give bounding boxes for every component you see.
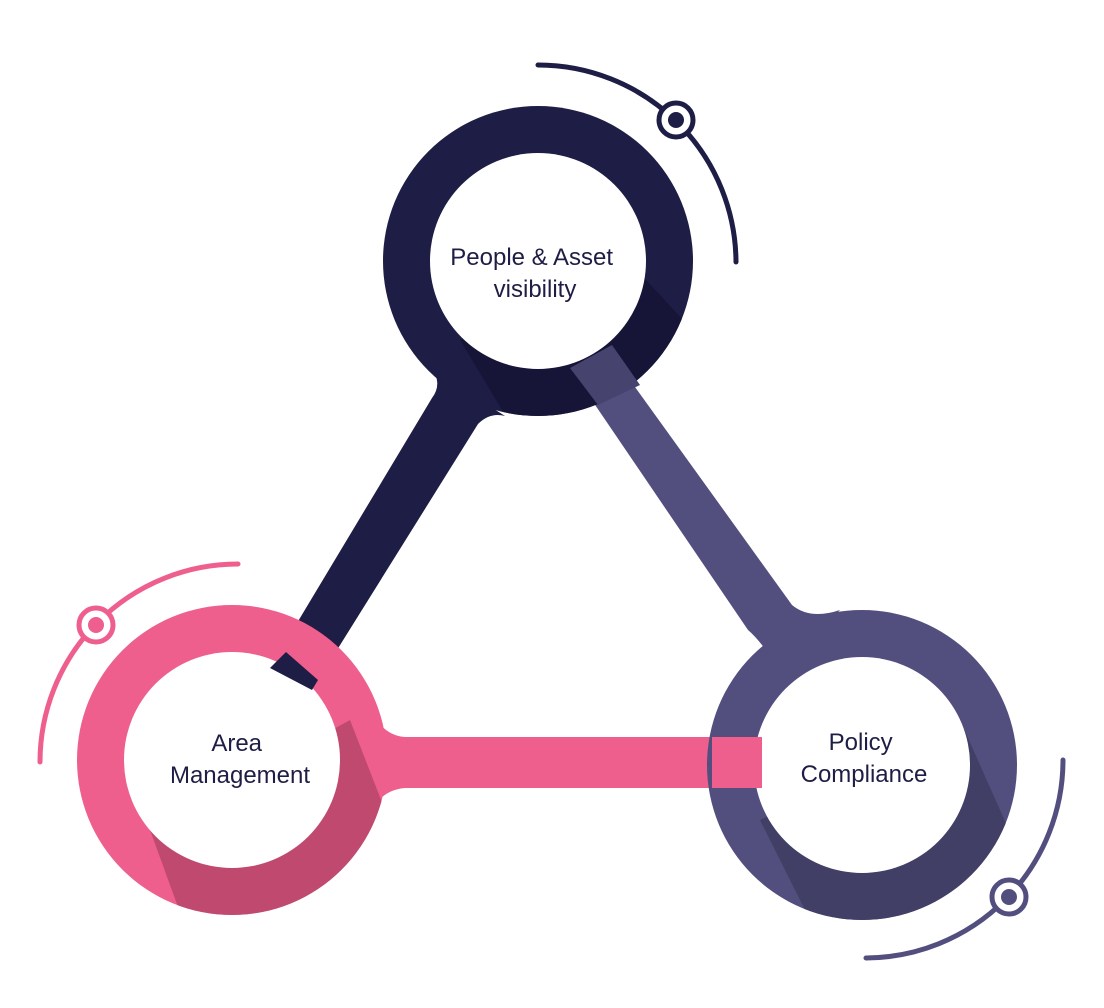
label-policy-line-2: Compliance <box>801 761 928 788</box>
label-area-line-1: Area <box>211 730 262 757</box>
node-people-asset <box>383 106 693 416</box>
connector-area-to-policy <box>370 705 775 815</box>
orbit-marker-dot-policy <box>1001 889 1017 905</box>
node-policy <box>707 610 1017 920</box>
connector-people-to-area <box>270 370 505 690</box>
label-people-asset-line-1: People & Asset <box>450 244 613 271</box>
connector-people-to-area-overlap <box>270 652 318 690</box>
orbit-marker-dot-people-asset <box>668 112 684 128</box>
connector-people-to-policy <box>570 355 840 670</box>
connector-area-to-policy-overlap <box>712 737 762 788</box>
orbit-marker-dot-area <box>88 617 104 633</box>
ring-hole-people-asset <box>430 153 646 369</box>
label-area-line-2: Management <box>170 762 310 789</box>
orbit-people-asset <box>535 62 739 265</box>
ring-hole-policy <box>754 657 970 873</box>
label-policy-line-1: Policy <box>829 729 893 756</box>
label-area: Area Management <box>170 730 310 789</box>
orbit-area <box>37 561 241 765</box>
connector-people-to-policy-overlap <box>570 345 640 405</box>
ring-hole-area <box>124 652 340 868</box>
label-people-asset: People & Asset visibility <box>450 244 619 303</box>
label-people-asset-line-2: visibility <box>494 276 577 303</box>
orbit-policy <box>863 757 1066 961</box>
label-policy: Policy Compliance <box>801 729 928 788</box>
